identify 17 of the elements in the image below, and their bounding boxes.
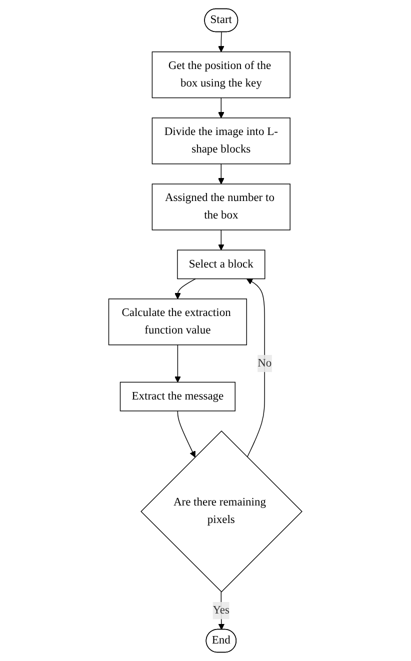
arrow — [218, 32, 224, 52]
arrow — [246, 278, 266, 458]
node-box: Select a block — [177, 250, 266, 280]
node-box: Get the position of the box using the key — [152, 51, 291, 98]
node-box: Divide the image into L-shape blocks — [152, 118, 291, 164]
node-box: Extract the message — [120, 382, 236, 412]
arrow — [218, 164, 224, 184]
edge-label: No — [258, 357, 272, 370]
node-box: Calculate the extraction function value — [108, 298, 248, 346]
arrow — [218, 230, 224, 250]
node-box: Assigned the number to the box — [152, 184, 291, 230]
arrow — [174, 344, 181, 382]
arrow — [218, 97, 224, 118]
node-diamond: Are there remaining pixels — [140, 430, 303, 592]
arrow — [174, 278, 196, 300]
arrow — [177, 410, 196, 458]
edge-label: Yes — [212, 604, 230, 616]
